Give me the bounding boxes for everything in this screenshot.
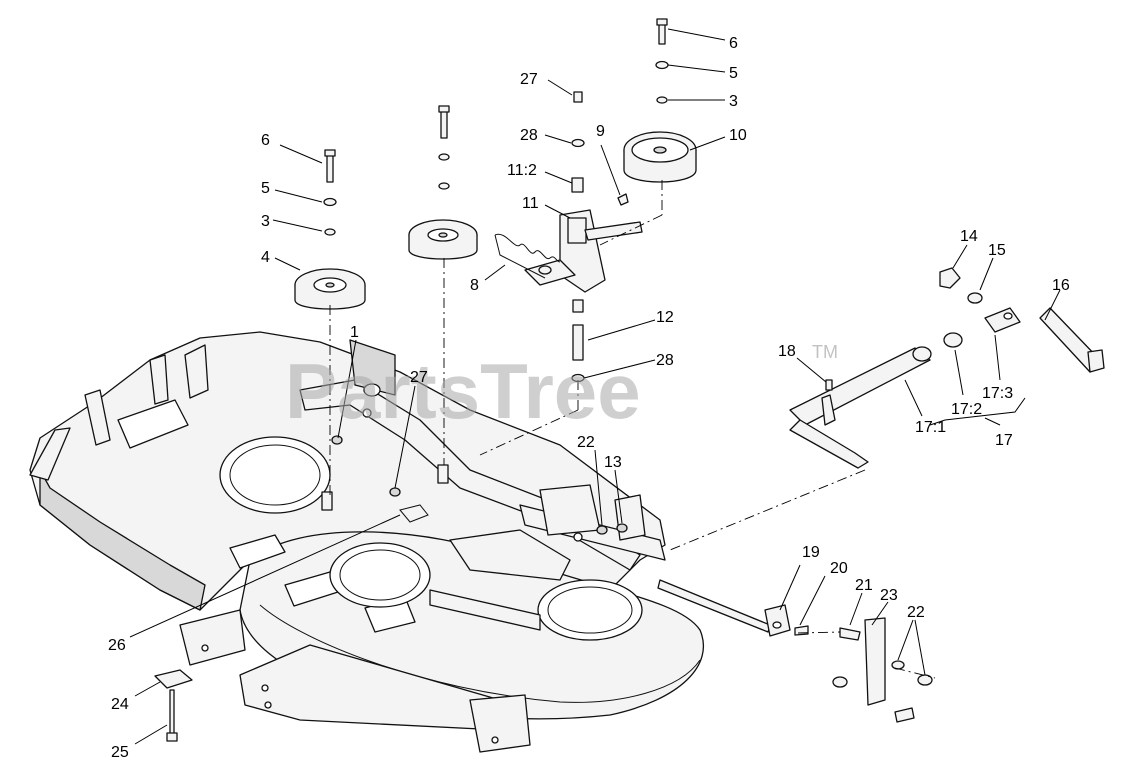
callout-17-2: 17:2: [951, 401, 982, 418]
callout-11-2: 11:2: [507, 162, 537, 179]
callout-10: 10: [729, 127, 747, 144]
mower-deck: [29, 331, 705, 753]
center-pulley-stack: [408, 105, 478, 260]
callout-22b: 22: [907, 604, 925, 621]
callout-20: 20: [830, 560, 848, 577]
callout-28b: 28: [656, 352, 674, 369]
callout-27a: 27: [410, 369, 428, 386]
callout-26: 26: [108, 637, 126, 654]
callout-13: 13: [604, 454, 622, 471]
callout-16: 16: [1052, 277, 1070, 294]
callout-18: 18: [778, 343, 796, 360]
callout-12: 12: [656, 309, 674, 326]
callout-1: 1: [350, 324, 359, 341]
callout-leaders: [129, 28, 1061, 745]
callout-22a: 22: [577, 434, 595, 451]
callout-17-1: 17:1: [915, 419, 946, 436]
callout-21: 21: [855, 577, 873, 594]
callout-4: 4: [261, 249, 270, 266]
callout-labels: 1 3 3 4 5 5 6 6 8 9 10 11 11:2 12 13 14 …: [108, 35, 1070, 761]
callout-15: 15: [988, 242, 1006, 259]
callout-5b: 5: [729, 65, 738, 82]
callout-14: 14: [960, 228, 978, 245]
callout-17: 17: [995, 432, 1013, 449]
callout-17-3: 17:3: [982, 385, 1013, 402]
callout-28a: 28: [520, 127, 538, 144]
idler-pulley-stack: [623, 18, 697, 183]
callout-19: 19: [802, 544, 820, 561]
callout-5a: 5: [261, 180, 270, 197]
watermark-text: PartsTree: [285, 347, 641, 435]
left-pulley-stack: [294, 149, 366, 310]
callout-8: 8: [470, 277, 479, 294]
callout-6a: 6: [261, 132, 270, 149]
callout-24: 24: [111, 696, 129, 713]
callout-3a: 3: [261, 213, 270, 230]
callout-27b: 27: [520, 71, 538, 88]
callout-25: 25: [111, 744, 129, 761]
lift-shaft-assembly: [789, 267, 1105, 469]
watermark-trademark: TM: [812, 342, 838, 362]
callout-11: 11: [522, 195, 539, 212]
idler-arm-assembly: [494, 91, 643, 383]
assembly-lines: [329, 180, 936, 679]
callout-9: 9: [596, 123, 605, 140]
linkage-hardware: [154, 579, 933, 742]
callout-6b: 6: [729, 35, 738, 52]
callout-3b: 3: [729, 93, 738, 110]
callout-23: 23: [880, 587, 898, 604]
